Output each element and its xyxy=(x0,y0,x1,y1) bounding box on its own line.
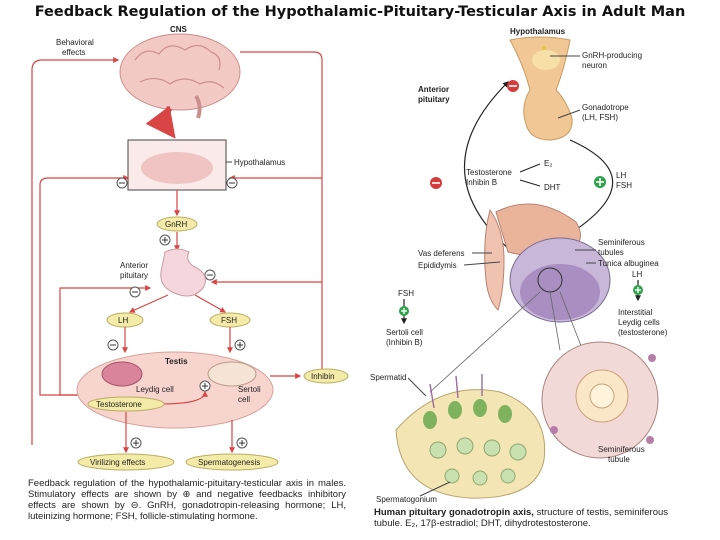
inhibitory-sign xyxy=(204,269,216,281)
lh-fsh-label: LH FSH xyxy=(616,171,632,190)
gonadotrope-label: Gonadotrope (LH, FSH) xyxy=(582,103,631,122)
behavioral-effects-label: Behavioral effects xyxy=(56,38,96,57)
leydig-cell-label: Leydig cell xyxy=(136,385,174,394)
hypothalamus-label: Hypothalamus xyxy=(234,158,285,167)
anterior-pituitary-label: Anterior pituitary xyxy=(120,261,150,280)
inhibin-label: Inhibin xyxy=(311,372,335,381)
stimulatory-sign xyxy=(130,437,142,449)
tunica-albuginea-label: Tunica albuginea xyxy=(598,259,659,268)
seminiferous-tubule-label: Seminiferous tubule xyxy=(598,445,647,464)
right-lh-label: LH xyxy=(632,270,642,279)
right-hypothalamus-label: Hypothalamus xyxy=(510,27,566,36)
interstitial-leydig-label: Interstitial Leydig cells (testosterone) xyxy=(618,308,668,337)
testosterone-pill xyxy=(87,396,165,412)
gnrh-label: GnRH xyxy=(165,220,187,229)
stimulatory-sign xyxy=(594,176,606,188)
stimulatory-sign xyxy=(159,234,171,246)
brain-illustration xyxy=(119,33,241,119)
inhibitory-sign xyxy=(129,286,141,298)
e2-label: E₂ xyxy=(544,159,552,168)
tubule-cross-section xyxy=(541,341,659,459)
inhibitory-sign xyxy=(226,177,238,189)
right-fsh-label: FSH xyxy=(398,289,414,298)
vas-deferens-label: Vas deferens xyxy=(418,249,465,258)
seminiferous-tubules-label: Seminiferous tubules xyxy=(598,238,647,257)
sertoli-cell-label: Sertoli cell xyxy=(238,385,263,404)
stimulatory-sign xyxy=(234,339,246,351)
lh-label: LH xyxy=(118,316,128,325)
right-diagram: Hypothalamus GnRH-producing neuron Anter… xyxy=(370,27,668,504)
virilizing-label: Virilizing effects xyxy=(90,458,145,467)
epididymis-label: Epididymis xyxy=(418,261,457,270)
testis-label: Testis xyxy=(165,357,188,366)
left-diagram: CNS Hypothalamus Behavioral effects GnRH… xyxy=(31,25,349,471)
spermatogenesis-pill xyxy=(185,453,279,471)
epithelium-illustration xyxy=(395,374,546,499)
spermatogenesis-label: Spermatogenesis xyxy=(198,458,260,467)
right-caption-rest: structure of testis, seminiferous tubule… xyxy=(374,507,669,529)
inhibitory-sign xyxy=(430,177,442,189)
stimulatory-sign xyxy=(399,306,409,316)
stimulatory-sign xyxy=(633,285,643,295)
cns-label: CNS xyxy=(170,25,188,34)
testosterone-label: Testosterone xyxy=(96,400,142,409)
right-caption: Human pituitary gonadotropin axis, struc… xyxy=(374,507,692,529)
testis-illustration xyxy=(484,203,611,323)
fsh-label: FSH xyxy=(221,316,237,325)
sertoli-inhibin-label: Sertoli cell (Inhibin B) xyxy=(386,328,425,347)
right-anterior-pituitary-label: Anterior pituitary xyxy=(418,85,451,104)
slide-title: Feedback Regulation of the Hypothalamic-… xyxy=(34,4,686,20)
gnrh-pill xyxy=(156,216,198,232)
inhibitory-sign xyxy=(116,177,128,189)
inhibitory-sign xyxy=(507,80,519,92)
leydig-cell-shape xyxy=(101,361,143,387)
stimulatory-sign xyxy=(199,380,211,392)
virilizing-pill xyxy=(77,453,175,471)
inhibin-pill xyxy=(303,368,349,384)
stimulatory-sign xyxy=(236,437,248,449)
pituitary-illustration xyxy=(160,248,206,297)
feedback-hormones-label: Testosterone Inhibin B xyxy=(466,168,514,187)
inhibitory-sign xyxy=(107,339,119,351)
spermatogonium-label: Spermatogonium xyxy=(376,495,437,504)
gnrh-neuron-label: GnRH-producing neuron xyxy=(582,51,644,70)
dht-label: DHT xyxy=(544,183,561,192)
left-caption: Feedback regulation of the hypothalamic-… xyxy=(28,478,346,522)
sertoli-cell-shape xyxy=(207,361,257,387)
right-caption-bold: Human pituitary gonadotropin axis, xyxy=(374,507,534,518)
spermatid-label: Spermatid xyxy=(370,373,406,382)
